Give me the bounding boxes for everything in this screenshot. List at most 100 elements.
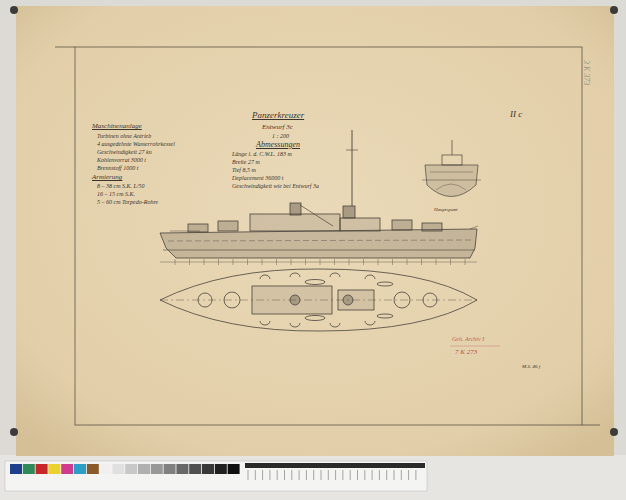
- color-patch: [61, 464, 73, 474]
- scale-tick: [313, 470, 314, 480]
- scale-tick: [262, 470, 263, 480]
- drawing-line: [610, 428, 618, 436]
- drawing-line: [163, 250, 475, 251]
- annotation: Geh. Archiv I: [452, 336, 484, 343]
- drawing-line: [343, 295, 353, 305]
- annotation: 8 – 38 cm S.K. L/50: [97, 183, 145, 190]
- scale-tick: [299, 470, 300, 480]
- color-patch: [189, 464, 201, 474]
- drawing-line: [10, 428, 18, 436]
- color-patch: [74, 464, 86, 474]
- color-patch: [164, 464, 176, 474]
- drawing-line: [340, 218, 380, 231]
- annotation: Geschwindigkeit 27 kn: [97, 149, 152, 156]
- drawing-line: [422, 223, 442, 231]
- station-tick: [291, 259, 292, 265]
- midship-section: [422, 140, 481, 197]
- station-tick: [363, 259, 364, 265]
- color-patch: [202, 464, 214, 474]
- station-tick: [407, 259, 408, 265]
- archive-stamp: [450, 346, 500, 347]
- drawing-line: [170, 231, 200, 232]
- drawing-line: [300, 205, 333, 226]
- station-tick: [349, 259, 350, 265]
- annotation: Hauptspant: [434, 207, 457, 213]
- drawing-line: [260, 273, 375, 279]
- scale-tick: [248, 470, 249, 480]
- annotation: 4 ausgedehnte Wasserrohrkessel: [97, 141, 175, 148]
- station-tick: [334, 259, 335, 265]
- scale-tick: [357, 470, 358, 480]
- station-tick: [305, 259, 306, 265]
- drawing-line: [5, 461, 427, 491]
- drawing-line: [305, 280, 325, 285]
- annotation: 16 – 15 cm S.K.: [97, 191, 135, 198]
- drawing-line: [160, 229, 477, 258]
- drawing-line: [160, 262, 477, 263]
- annotation: Deplacement 36000 t: [232, 175, 283, 182]
- color-patch: [23, 464, 35, 474]
- annotation: Kohlenvorrat 3000 t: [97, 157, 146, 164]
- color-patch: [36, 464, 48, 474]
- drawing-line: [75, 47, 582, 425]
- drawing-line: [338, 290, 374, 310]
- station-tick: [218, 259, 219, 265]
- scale-tick: [350, 470, 351, 480]
- drawing-line: [352, 130, 353, 206]
- station-tick: [392, 259, 393, 265]
- station-tick: [233, 259, 234, 265]
- annotation: Turbinen ohne Antrieb: [97, 133, 151, 140]
- annotation: Tief 8,5 m: [232, 167, 256, 174]
- scale-tick: [284, 470, 285, 480]
- scale-tick: [321, 470, 322, 480]
- side-profile: [160, 130, 478, 265]
- color-patch: [10, 464, 22, 474]
- scale-tick: [415, 470, 416, 480]
- annotation: 7 K 273: [455, 349, 477, 357]
- drawing-line: [198, 293, 212, 307]
- color-patch: [48, 464, 60, 474]
- section-heading: Armierung: [92, 174, 122, 182]
- drawing-line: [224, 292, 240, 308]
- drawing-line: [452, 140, 453, 155]
- annotation: Länge i. d. C.W.L. 183 m: [232, 151, 292, 158]
- drawing-line: [290, 295, 300, 305]
- color-patch: [100, 464, 112, 474]
- drawing-line: [394, 292, 410, 308]
- scale-tick: [269, 470, 270, 480]
- drawing-line: [346, 150, 358, 151]
- color-patch: [112, 464, 124, 474]
- station-tick: [465, 259, 466, 265]
- section-heading: Maschinenanlage: [92, 123, 142, 131]
- drawing-line: [160, 269, 477, 331]
- drawing-line: [425, 165, 478, 197]
- frame: [55, 47, 600, 425]
- scale-tick: [306, 470, 307, 480]
- drawing-line: [582, 425, 600, 426]
- drawing-line: [343, 206, 355, 218]
- drawing-line: [423, 293, 437, 307]
- plan-view: [160, 269, 477, 331]
- drawing-line: [470, 226, 478, 229]
- drawing-title: Panzerkreuzer: [252, 111, 304, 121]
- scale-tick: [328, 470, 329, 480]
- station-tick: [276, 259, 277, 265]
- scale-tick: [386, 470, 387, 480]
- drawing-line: [436, 184, 466, 190]
- annotation: 5 – 60 cm Torpedo-Rohre: [97, 199, 158, 206]
- annotation: Breite 27 m: [232, 159, 260, 166]
- color-patch: [215, 464, 227, 474]
- drawing-line: [392, 220, 412, 230]
- station-tick: [320, 259, 321, 265]
- scale-tick: [364, 470, 365, 480]
- drawing-line: [55, 47, 75, 48]
- scale-tick: [255, 470, 256, 480]
- annotation: 3 K 373: [581, 60, 590, 85]
- scale-tick: [401, 470, 402, 480]
- drawing-line: [422, 180, 481, 181]
- drawing-line: [16, 6, 614, 456]
- drawing-line: [10, 6, 18, 14]
- drawing-line: [305, 316, 325, 321]
